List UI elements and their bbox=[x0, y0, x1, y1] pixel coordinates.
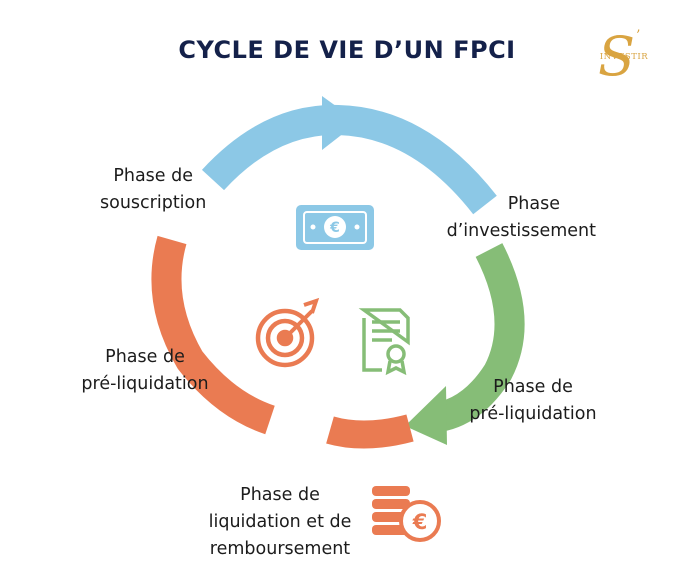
target-arrow-icon bbox=[255, 297, 320, 368]
svg-text:€: € bbox=[329, 220, 340, 236]
banknote-euro-icon: € bbox=[296, 205, 374, 250]
page-title: CYCLE DE VIE D’UN FPCI bbox=[178, 36, 516, 64]
coins-euro-icon: € bbox=[372, 486, 441, 542]
label-souscription: Phase de souscription bbox=[100, 166, 207, 213]
label-investissement: Phase d’investissement bbox=[446, 194, 596, 241]
arc-orange-bottom bbox=[326, 414, 414, 449]
certificate-icon bbox=[358, 308, 410, 376]
label-liquidation: Phase de liquidation et de remboursement bbox=[208, 485, 352, 559]
arc-orange-left bbox=[151, 235, 276, 435]
logo-mark: ’ bbox=[636, 28, 641, 44]
logo-text: INVESTIR bbox=[599, 52, 649, 62]
arc-green bbox=[428, 243, 525, 433]
arrowhead-blue bbox=[322, 96, 358, 150]
svg-text:€: € bbox=[412, 510, 428, 534]
logo-letter: S bbox=[598, 25, 635, 88]
arrowhead-green bbox=[405, 386, 447, 445]
label-pre-liquidation-right: Phase de pré-liquidation bbox=[469, 377, 597, 424]
brand-logo: S ’ INVESTIR bbox=[584, 24, 664, 90]
label-pre-liquidation-left: Phase de pré-liquidation bbox=[81, 347, 209, 394]
